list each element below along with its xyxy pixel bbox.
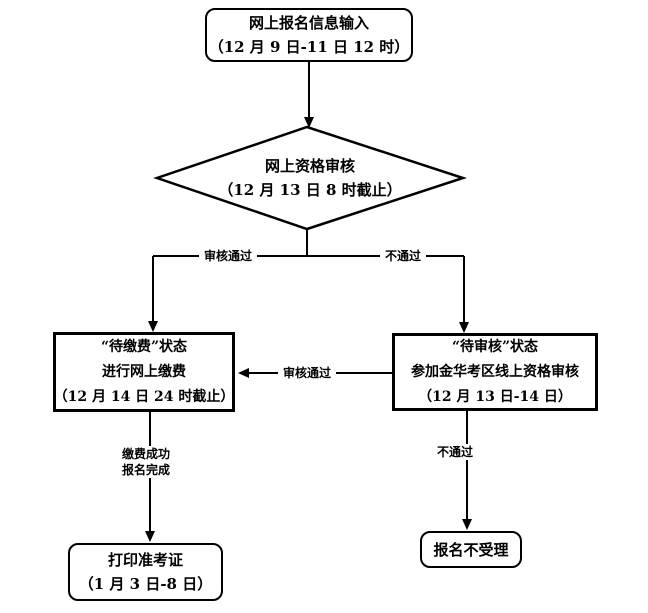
node-review-line1: “待审核”状态 <box>451 338 539 355</box>
arrowhead-review-to-pay <box>238 368 249 378</box>
edge-label-fail-down: 不通过 <box>431 444 479 460</box>
node-start-line1: 网上报名信息输入 <box>248 14 369 32</box>
arrowhead-to-pay-node <box>148 321 158 332</box>
arrowhead-pay-to-print <box>145 531 155 542</box>
node-review-line3: （12 月 13 日-14 日） <box>418 388 572 405</box>
edge-label-fail-right: 不通过 <box>379 248 427 264</box>
node-print-ticket: 打印准考证 （1 月 3 日-8 日） <box>68 543 223 601</box>
edge-label-pay-done-line1: 缴费成功 <box>121 447 171 461</box>
node-pay-status: “待缴费”状态 进行网上缴费 （12 月 14 日 24 时截止） <box>53 332 235 412</box>
edge-label-pass-mid: 审核通过 <box>277 365 337 381</box>
node-review-status: “待审核”状态 参加金华考区线上资格审核 （12 月 13 日-14 日） <box>392 333 598 411</box>
node-start-line2: （12 月 9 日-11 日 12 时） <box>208 38 410 56</box>
node-review-line2: 参加金华考区线上资格审核 <box>411 363 579 380</box>
edge-label-pass-left: 审核通过 <box>198 248 258 264</box>
node-decision: 网上资格审核 （12 月 13 日 8 时截止） <box>157 127 463 229</box>
node-pay-line3: （12 月 14 日 24 时截止） <box>53 388 235 405</box>
arrowhead-to-review-node <box>459 322 469 333</box>
node-reject: 报名不受理 <box>420 531 522 568</box>
node-pay-line1: “待缴费”状态 <box>100 338 188 355</box>
edge-label-pay-done: 缴费成功 报名完成 <box>116 446 176 478</box>
connector-decision-split <box>152 229 465 323</box>
node-pay-line2: 进行网上缴费 <box>102 363 186 380</box>
node-print-line1: 打印准考证 <box>107 551 183 569</box>
arrowhead-start-to-decision <box>304 117 314 128</box>
node-reject-line1: 报名不受理 <box>433 540 509 559</box>
node-start: 网上报名信息输入 （12 月 9 日-11 日 12 时） <box>205 8 413 62</box>
node-print-line2: （1 月 3 日-8 日） <box>78 575 213 593</box>
arrowhead-review-to-reject <box>462 519 472 530</box>
node-decision-line2: （12 月 13 日 8 时截止） <box>218 181 402 199</box>
node-decision-line1: 网上资格审核 <box>264 157 355 175</box>
edge-label-pay-done-line2: 报名完成 <box>121 463 171 477</box>
